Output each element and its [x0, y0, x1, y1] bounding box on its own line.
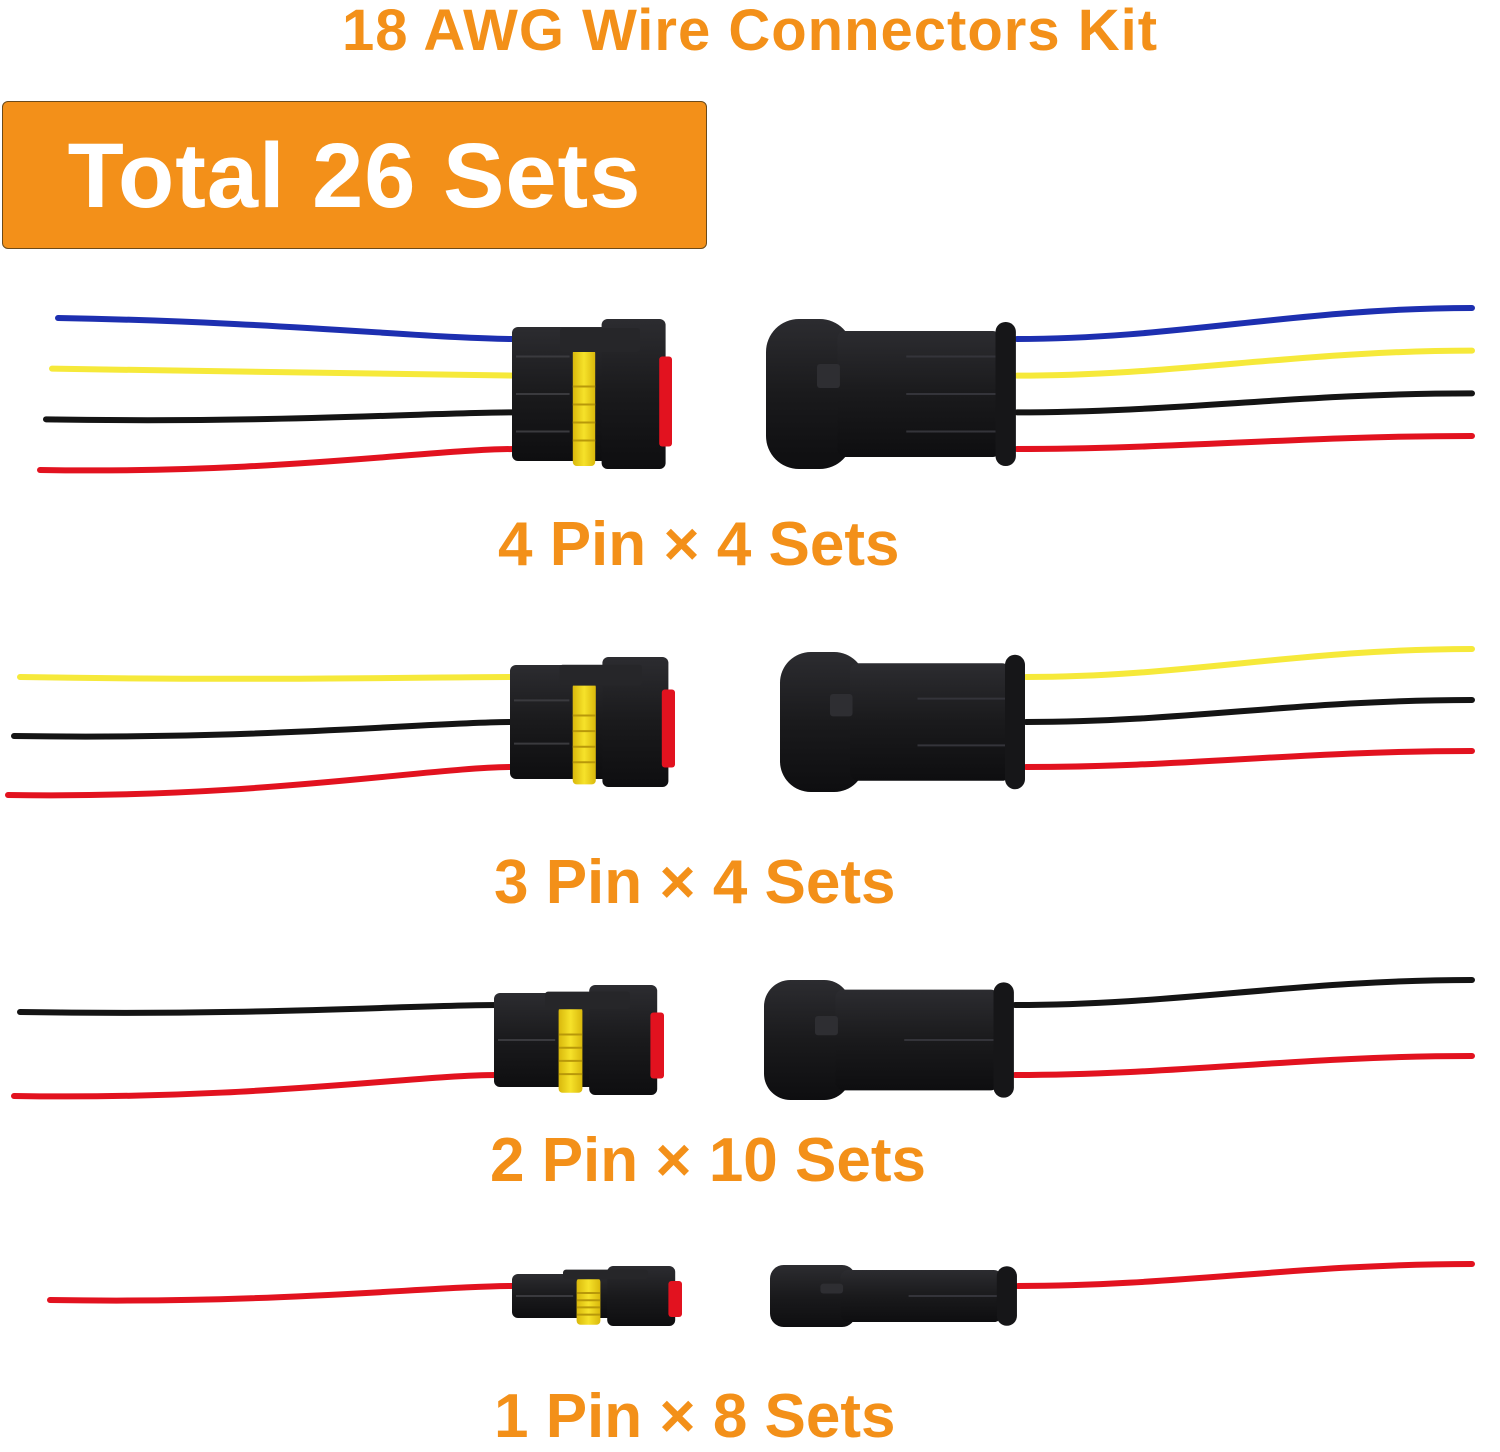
kit-caption-1-pin: 1 Pin × 8 Sets [494, 1382, 896, 1451]
wire-right-2 [1012, 1053, 1475, 1078]
wire-right-2 [1023, 697, 1475, 725]
kit-row-3-pin [5, 646, 1475, 799]
wire-left-1 [17, 674, 517, 682]
kit-row-2-pin [11, 977, 1475, 1100]
wire-left-4 [37, 446, 519, 474]
wire-right-1 [1015, 1261, 1475, 1289]
male-connector-icon [780, 652, 1025, 792]
wire-right-1 [1023, 646, 1475, 680]
kit-caption-2-pin: 2 Pin × 10 Sets [490, 1126, 926, 1195]
wire-left-2 [11, 719, 517, 740]
wire-left-1 [47, 1283, 519, 1304]
kit-row-4-pin [37, 305, 1475, 474]
wire-right-3 [1023, 748, 1475, 770]
page-title: 18 AWG Wire Connectors Kit [341, 0, 1159, 63]
total-sets-badge: Total 26 Sets [2, 101, 707, 249]
female-connector-icon [512, 1266, 682, 1326]
wire-left-2 [11, 1072, 501, 1100]
female-connector-icon [494, 985, 664, 1095]
wire-left-3 [5, 764, 517, 799]
wire-right-1 [1014, 305, 1475, 342]
wire-right-1 [1012, 977, 1475, 1008]
wire-left-1 [55, 315, 519, 342]
male-connector-icon [764, 980, 1014, 1100]
wire-right-4 [1014, 433, 1475, 452]
wire-left-1 [17, 1002, 501, 1016]
kit-caption-3-pin: 3 Pin × 4 Sets [494, 848, 896, 917]
wire-left-3 [43, 409, 519, 424]
female-connector-icon [510, 657, 675, 787]
female-connector-icon [512, 319, 672, 469]
kit-caption-4-pin: 4 Pin × 4 Sets [498, 510, 900, 579]
kit-row-1-pin [47, 1261, 1475, 1327]
wire-left-2 [49, 365, 519, 379]
total-sets-label: Total 26 Sets [67, 125, 642, 227]
male-connector-icon [770, 1265, 1017, 1327]
wire-right-2 [1014, 347, 1475, 379]
male-connector-icon [766, 319, 1016, 469]
wire-right-3 [1014, 390, 1475, 416]
